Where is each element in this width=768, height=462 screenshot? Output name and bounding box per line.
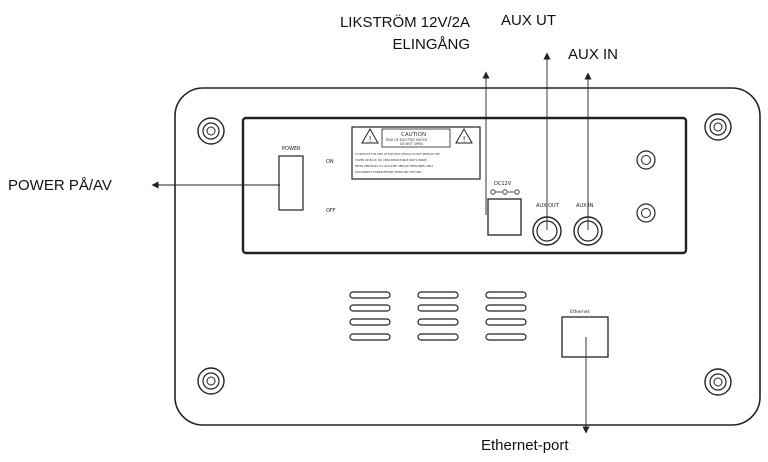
small-connector-lower bbox=[636, 203, 656, 223]
aux-in-callout: AUX IN bbox=[568, 46, 619, 63]
dc-polarity-symbol bbox=[490, 189, 520, 195]
caution-warning-4: DISCONNECT POWER BEFORE SERVICING THE UN… bbox=[355, 170, 422, 174]
ethernet-callout: Ethernet-port bbox=[481, 437, 569, 454]
dc-jack-label: DC12V bbox=[494, 181, 512, 187]
aux-out-callout: AUX UT bbox=[501, 12, 557, 29]
power-on-label: ON bbox=[326, 159, 334, 165]
corner-screw-bottom-right bbox=[704, 368, 732, 396]
power-off-label: OFF bbox=[326, 208, 336, 214]
power-switch bbox=[278, 155, 304, 211]
dc-input-jack bbox=[487, 198, 522, 236]
power-switch-title: POWER bbox=[282, 146, 301, 152]
dc-input-callout-line1: LIKSTRÖM 12V/2A bbox=[339, 14, 470, 31]
svg-text:!: ! bbox=[463, 135, 466, 144]
caution-label: ! ! CAUTION RISK OF ELECTRIC SHOCK DO NO… bbox=[351, 126, 481, 180]
corner-screw-top-left bbox=[197, 117, 225, 145]
aux-out-panel-label: AUX OUT bbox=[536, 203, 560, 209]
caution-sub-1: RISK OF ELECTRIC SHOCK bbox=[386, 138, 428, 142]
svg-text:!: ! bbox=[369, 135, 372, 144]
corner-screw-top-right bbox=[704, 113, 732, 141]
small-connector-upper bbox=[636, 150, 656, 170]
ethernet-port bbox=[561, 316, 609, 358]
caution-warning-3: REFER SERVICING TO QUALIFIED SERVICE PER… bbox=[355, 164, 434, 168]
caution-warning-2: COVER OR BACK. NO USER-SERVICEABLE PARTS… bbox=[355, 158, 428, 162]
ventilation-slots bbox=[349, 291, 527, 341]
caution-warning-1: TO REDUCE THE RISK OF ELECTRIC SHOCK DO … bbox=[355, 152, 440, 156]
aux-in-panel-label: AUX IN bbox=[576, 203, 594, 209]
corner-screw-bottom-left bbox=[197, 367, 225, 395]
power-callout: POWER PÅ/AV bbox=[8, 177, 112, 194]
aux-out-jack bbox=[532, 216, 562, 246]
caution-title: CAUTION bbox=[401, 132, 426, 138]
caution-sub-2: DO NOT OPEN bbox=[400, 142, 423, 146]
dc-input-callout-line2: ELINGÅNG bbox=[392, 36, 470, 53]
ethernet-panel-label: Ethernet bbox=[570, 309, 590, 315]
